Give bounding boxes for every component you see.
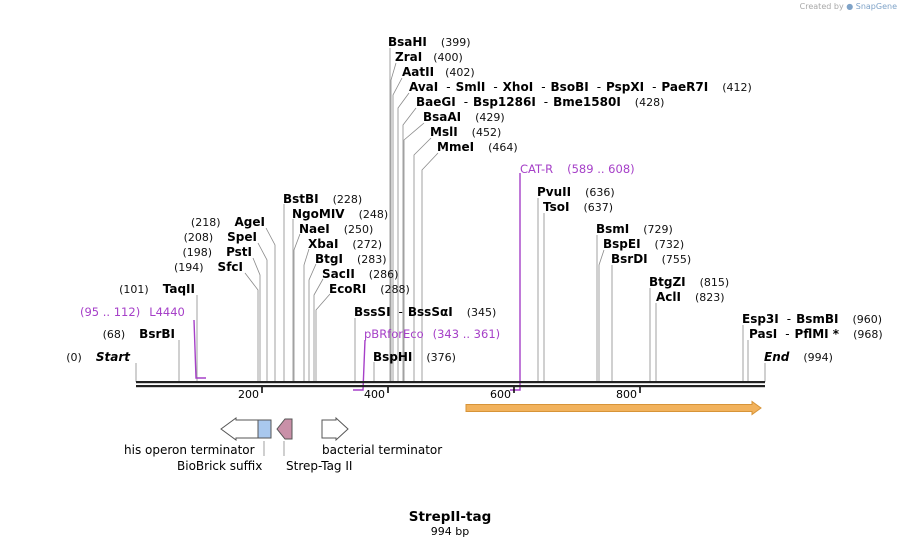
primer-cat-r-mark: [510, 173, 521, 391]
enzyme-label-mmei[interactable]: MmeI(464): [437, 140, 518, 154]
enzyme-label-zrai[interactable]: ZraI(400): [395, 50, 463, 64]
map-title: StrepII-tag: [409, 509, 492, 525]
enzyme-label-pasi[interactable]: PasI-PflMI *(968): [749, 327, 883, 341]
enzyme-label-psti[interactable]: (198)PstI: [182, 245, 252, 259]
orf-feature[interactable]: [465, 400, 762, 416]
enzyme-label-bstbi[interactable]: BstBI(228): [283, 192, 362, 206]
enzyme-label-bsahi[interactable]: BsaHI(399): [388, 35, 471, 49]
enzyme-label-bsssi[interactable]: BssSI-BssSαI(345): [354, 305, 496, 319]
feature-label-strep-tag: Strep-Tag II: [286, 459, 352, 473]
connector-btgi: [308, 263, 317, 382]
primer-label-l4440[interactable]: (95 .. 112)L4440: [80, 305, 185, 319]
enzyme-label-agei[interactable]: (218)AgeI: [191, 215, 265, 229]
sequence-backbone: [136, 381, 765, 388]
connector-bspei: [598, 249, 605, 382]
feature-label-his-operon-terminator: his operon terminator: [124, 443, 255, 457]
enzyme-label-sfci[interactable]: (194)SfcI: [174, 260, 243, 274]
connector-spei: [257, 242, 268, 382]
enzyme-label-ngomiv[interactable]: NgoMIV(248): [292, 207, 388, 221]
enzyme-label-bsrbi[interactable]: (68)BsrBI: [103, 327, 175, 341]
label-connectors: [135, 48, 766, 382]
connector-agei: [265, 227, 276, 382]
tick-label-200: 200: [238, 388, 259, 401]
credit-prefix: Created by: [799, 2, 844, 11]
backbone-bottom-strand: [136, 385, 765, 388]
snapgene-credit: Created by ● SnapGene: [800, 2, 897, 11]
enzyme-label-msli[interactable]: MslI(452): [430, 125, 501, 139]
enzyme-label-bsaai[interactable]: BsaAI(429): [423, 110, 505, 124]
strep-tag-arrow-icon[interactable]: [276, 418, 293, 440]
enzyme-label-pvuii[interactable]: PvuII(636): [537, 185, 615, 199]
connector-bsaai: [403, 122, 425, 382]
credit-brand: SnapGene: [855, 2, 897, 11]
enzyme-label-btgzi[interactable]: BtgZI(815): [649, 275, 729, 289]
snapgene-logo: ● SnapGene: [846, 2, 897, 11]
enzyme-label-acli[interactable]: AclI(823): [656, 290, 725, 304]
connector-msli: [413, 137, 432, 382]
enzyme-label-bsrdi[interactable]: BsrDI(755): [611, 252, 691, 266]
enzyme-label-bspei[interactable]: BspEI(732): [603, 237, 684, 251]
connector-naei: [293, 233, 301, 382]
enzyme-label-bsmi[interactable]: BsmI(729): [596, 222, 673, 236]
connector-baegi: [402, 107, 417, 382]
connector-mmei: [421, 152, 439, 382]
connector-zrai: [390, 62, 397, 382]
enzyme-label-taqii[interactable]: (101)TaqII: [119, 282, 195, 296]
enzyme-label-esp3i[interactable]: Esp3I-BsmBI(960): [742, 312, 882, 326]
sequence-length: 994 bp: [431, 525, 469, 538]
primer-l4440-mark: [193, 319, 206, 379]
bacterial-terminator-arrow-icon[interactable]: [321, 416, 349, 442]
feature-glyphs: [220, 416, 349, 456]
tick-marks: 200 400 600 800: [238, 387, 641, 401]
end-label: End(994): [764, 350, 833, 364]
tick-label-800: 800: [616, 388, 637, 401]
connector-sfci: [244, 272, 259, 382]
enzyme-label-spei[interactable]: (208)SpeI: [184, 230, 257, 244]
enzyme-label-tsoi[interactable]: TsoI(637): [543, 200, 613, 214]
enzyme-label-ecori[interactable]: EcoRI(288): [329, 282, 410, 296]
biobrick-suffix-box-icon[interactable]: [257, 419, 272, 439]
enzyme-label-bsphi[interactable]: BspHI(376): [373, 350, 456, 364]
tick-label-400: 400: [364, 388, 385, 401]
enzyme-label-aatii[interactable]: AatII(402): [402, 65, 475, 79]
tick-label-600: 600: [490, 388, 511, 401]
connector-avai: [397, 92, 410, 382]
enzyme-label-xbai[interactable]: XbaI(272): [308, 237, 382, 251]
start-label: (0)Start: [66, 350, 131, 364]
his-operon-terminator-arrow-icon[interactable]: [220, 417, 259, 441]
primer-pbrforeco-mark: [353, 339, 366, 391]
enzyme-label-naei[interactable]: NaeI(250): [299, 222, 373, 236]
feature-label-bacterial-terminator: bacterial terminator: [322, 443, 442, 457]
backbone-top-strand: [136, 381, 765, 384]
enzyme-label-sacii[interactable]: SacII(286): [322, 267, 398, 281]
connector-ecori: [315, 293, 331, 382]
feature-label-biobrick-suffix: BioBrick suffix: [177, 459, 262, 473]
primer-label-cat-r[interactable]: CAT-R(589 .. 608): [520, 162, 635, 176]
connector-psti: [252, 257, 261, 382]
connector-aatii: [392, 77, 403, 382]
connector-sacii: [313, 278, 324, 382]
orf-arrow-icon[interactable]: [465, 400, 762, 416]
enzyme-label-baegi-group[interactable]: BaeGI-Bsp1286I-Bme1580I(428): [416, 95, 664, 109]
primer-label-pbrforeco[interactable]: pBRforEco(343 .. 361): [364, 327, 500, 341]
connector-xbai: [303, 248, 310, 382]
enzyme-label-avai-group[interactable]: AvaI-SmlI-XhoI-BsoBI-PspXI-PaeR7I(412): [409, 80, 752, 94]
enzyme-label-btgi[interactable]: BtgI(283): [315, 252, 387, 266]
